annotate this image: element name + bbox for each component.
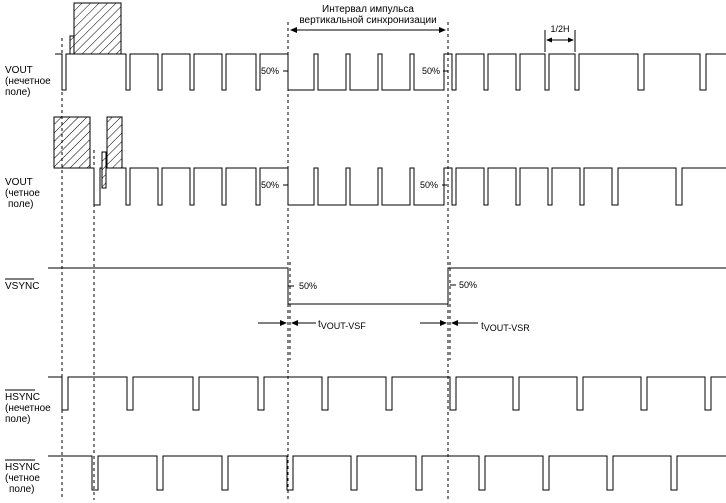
vout-odd-waveform [55,53,726,91]
hsync-even-label-3: поле) [9,484,34,495]
vsync-waveform [48,267,726,305]
hsync-even-waveform [48,455,726,491]
vout-odd-fifty-left: 50% [261,66,279,76]
vout-even-fifty-right: 50% [420,180,438,190]
t-vsf-label: tVOUT-VSF [318,319,366,331]
vout-odd-label-2: (нечетное [5,76,51,87]
vout-even-hatch-small [101,151,107,189]
vout-even-hatch-block-right [106,116,123,169]
t-vsf-arrows [258,320,316,326]
vout-even-label-2: (четное [5,188,40,199]
hsync-odd-waveform [48,376,726,411]
vsync-fifty-left: 50% [299,281,317,291]
vout-odd-fifty-right: 50% [422,66,440,76]
hsync-even-label-1: HSYNC [5,462,40,473]
interval-arrow [290,27,446,33]
vout-even-hatch-block-left [53,116,91,169]
vsync-label: VSYNC [5,281,39,292]
half-line-arrow [544,30,576,52]
hsync-even-label-2: (четное [5,473,40,484]
hsync-odd-label-3: поле) [5,414,30,425]
vout-odd-hatch-block [73,2,122,55]
vout-odd-hatch-small [69,35,75,55]
vout-odd-label-1: VOUT [5,65,33,76]
vout-odd-label-3: поле) [5,87,30,98]
interval-label-line1: Интервал импульса [322,4,414,15]
interval-label-line2: вертикальной синхронизации [299,15,436,26]
vout-even-waveform [90,167,726,206]
vsync-fifty-right: 50% [459,280,477,290]
vout-even-fifty-left: 50% [261,180,279,190]
hsync-odd-label-2: (нечетное [5,403,51,414]
t-vsr-arrows [420,320,478,326]
hsync-odd-label-1: HSYNC [5,392,40,403]
t-vsr-label: tVOUT-VSR [481,321,530,333]
vout-even-label-1: VOUT [5,177,33,188]
vout-even-label-3: поле) [8,199,33,210]
half-line-label: 1/2H [550,24,569,34]
